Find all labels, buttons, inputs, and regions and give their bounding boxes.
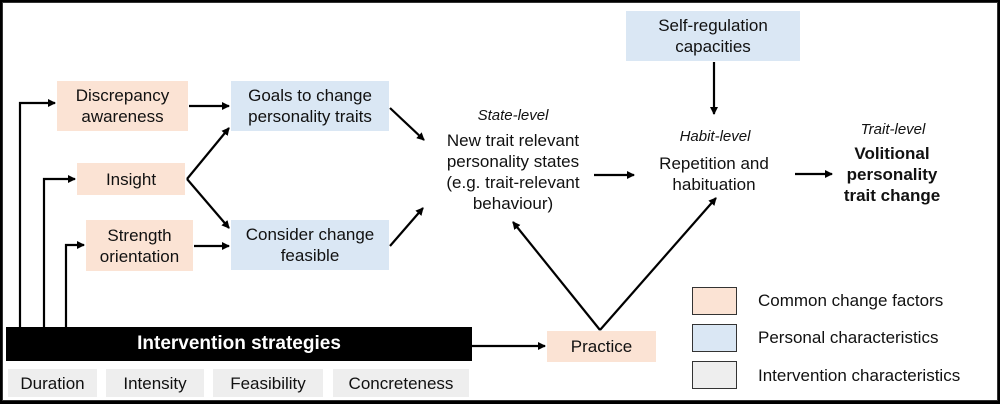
legend-label-personal: Personal characteristics <box>758 328 939 347</box>
legend-swatch-personal <box>692 324 737 352</box>
strategy-concreteness: Concreteness <box>333 369 469 397</box>
discrepancy-awareness-box: Discrepancy awareness <box>57 81 188 131</box>
practice-box: Practice <box>547 331 656 362</box>
legend-swatch-intervention <box>692 361 737 389</box>
legend-label-intervention: Intervention characteristics <box>758 366 961 385</box>
legend-swatch-common <box>692 287 737 315</box>
arrow-insight-goals <box>186 127 230 180</box>
strategy-duration: Duration <box>8 369 97 397</box>
self-regulation-box: Self-regulation capacities <box>626 11 800 61</box>
strategy-intensity: Intensity <box>106 369 204 397</box>
arrow-practice-habit <box>599 197 717 331</box>
strength-orientation-box: Strength orientation <box>86 220 193 271</box>
trait-level-label: Trait-level <box>860 121 926 138</box>
arrow-to-strength <box>64 241 85 327</box>
state-level-text: New trait relevant personality states (e… <box>446 131 580 213</box>
legend-label-common: Common change factors <box>758 291 944 310</box>
arrow-to-insight <box>42 175 76 327</box>
habit-level-text: Repetition and habituation <box>659 154 769 194</box>
arrow-consider-state <box>389 207 424 247</box>
strategy-feasibility: Feasibility <box>213 369 323 397</box>
trait-level-text: Volitional personality trait change <box>843 144 941 205</box>
goals-to-change-box: Goals to change personality traits <box>231 81 389 131</box>
arrow-insight-consider <box>186 178 230 229</box>
consider-change-feasible-box: Consider change feasible <box>231 220 389 270</box>
state-level-label: State-level <box>477 107 549 124</box>
arrow-to-discrepancy <box>18 99 56 327</box>
arrow-practice-state <box>512 221 601 331</box>
intervention-strategies-bar: Intervention strategies <box>6 327 472 361</box>
insight-box: Insight <box>77 163 185 195</box>
habit-level-label: Habit-level <box>679 128 751 145</box>
arrow-goals-state <box>389 107 425 141</box>
